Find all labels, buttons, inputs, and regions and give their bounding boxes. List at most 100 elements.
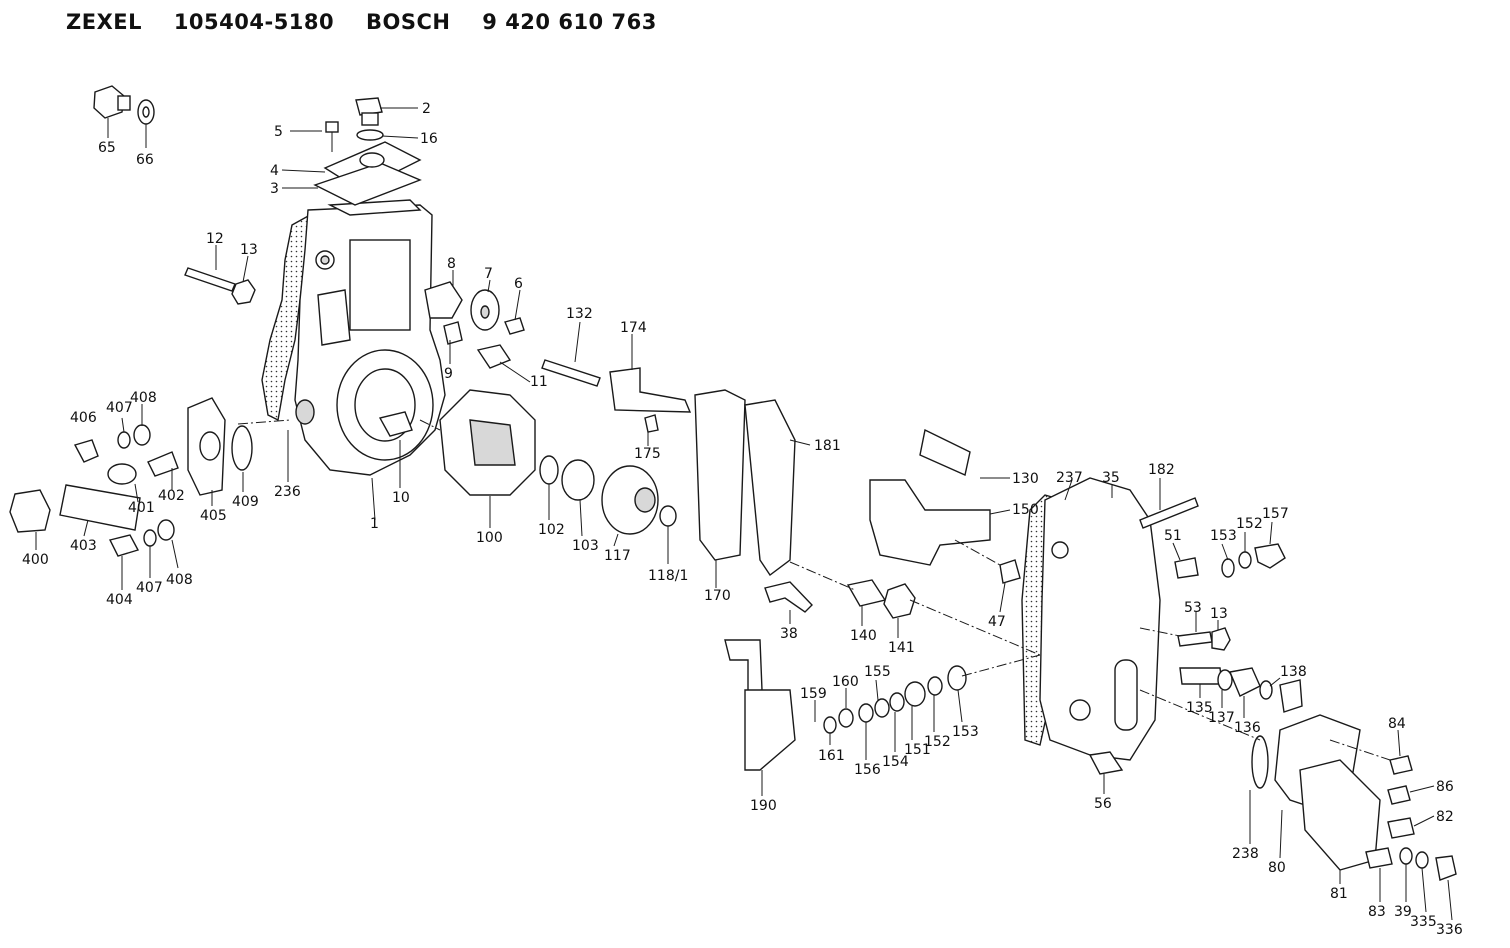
label-160: 160 bbox=[832, 674, 859, 690]
label-140: 140 bbox=[850, 628, 877, 644]
label-154: 154 bbox=[882, 754, 909, 770]
bolt-47 bbox=[999, 559, 1021, 584]
label-117: 117 bbox=[604, 548, 631, 564]
label-141: 141 bbox=[888, 640, 915, 656]
cover-slot bbox=[1114, 659, 1138, 731]
label-65: 65 bbox=[98, 140, 116, 156]
part-number-bosch: 9 420 610 763 bbox=[482, 10, 657, 34]
screw-82 bbox=[1387, 817, 1415, 839]
spring-132 bbox=[541, 359, 601, 387]
o-ring-238 bbox=[1251, 735, 1269, 789]
label-238: 238 bbox=[1232, 846, 1259, 862]
label-237: 237 bbox=[1056, 470, 1083, 486]
label-400: 400 bbox=[22, 552, 49, 568]
label-39: 39 bbox=[1394, 904, 1412, 920]
nut-65 bbox=[93, 85, 131, 119]
screw-10 bbox=[378, 411, 413, 437]
label-404: 404 bbox=[106, 592, 133, 608]
label-13b: 13 bbox=[1210, 606, 1228, 622]
label-86: 86 bbox=[1436, 779, 1454, 795]
washer-161 bbox=[823, 716, 837, 734]
sleeve-151 bbox=[904, 681, 926, 707]
label-155: 155 bbox=[864, 664, 891, 680]
washer-7-hole bbox=[480, 305, 490, 319]
o-ring bbox=[356, 129, 384, 141]
label-13: 13 bbox=[240, 242, 258, 258]
screw-6 bbox=[504, 317, 525, 335]
cover-boss bbox=[1051, 541, 1069, 559]
washer-39 bbox=[1399, 847, 1413, 865]
pump-housing bbox=[261, 199, 446, 476]
center-line bbox=[954, 539, 1001, 566]
label-408: 408 bbox=[130, 390, 157, 406]
washer-407b bbox=[143, 529, 157, 547]
label-102: 102 bbox=[538, 522, 565, 538]
label-10: 10 bbox=[392, 490, 410, 506]
label-175: 175 bbox=[634, 446, 661, 462]
label-152: 152 bbox=[1236, 516, 1263, 532]
screw-86 bbox=[1387, 785, 1411, 805]
label-335: 335 bbox=[1410, 914, 1437, 930]
center-line bbox=[1329, 739, 1391, 761]
cap-138 bbox=[1279, 679, 1303, 713]
label-135: 135 bbox=[1186, 700, 1213, 716]
label-407b: 407 bbox=[136, 580, 163, 596]
sleeve-117-bore bbox=[634, 487, 656, 513]
washer-335 bbox=[1415, 851, 1429, 869]
label-2: 2 bbox=[422, 101, 431, 117]
label-12: 12 bbox=[206, 231, 224, 247]
nut-336 bbox=[1435, 855, 1457, 881]
part-175 bbox=[644, 414, 659, 433]
label-152b: 152 bbox=[924, 734, 951, 750]
label-161: 161 bbox=[818, 748, 845, 764]
label-38: 38 bbox=[780, 626, 798, 642]
shim-118-1 bbox=[659, 505, 677, 527]
clip-9 bbox=[443, 321, 463, 345]
lever-181 bbox=[744, 399, 796, 577]
screw-53 bbox=[1177, 631, 1213, 647]
label-4: 4 bbox=[270, 163, 279, 179]
label-51: 51 bbox=[1164, 528, 1182, 544]
lever-170 bbox=[694, 389, 746, 561]
label-406: 406 bbox=[70, 410, 97, 426]
nut-141 bbox=[883, 583, 916, 619]
fitting-402 bbox=[147, 451, 179, 477]
label-11: 11 bbox=[530, 374, 548, 390]
spring-140 bbox=[846, 579, 887, 607]
plate-403 bbox=[59, 484, 141, 531]
label-153: 153 bbox=[1210, 528, 1237, 544]
label-181: 181 bbox=[814, 438, 841, 454]
center-line bbox=[1139, 689, 1261, 741]
spring-130 bbox=[919, 428, 971, 476]
cover-bore bbox=[1069, 699, 1091, 721]
bolt-404 bbox=[108, 534, 140, 557]
washer-401 bbox=[107, 463, 137, 485]
bracket-190-base bbox=[744, 689, 796, 771]
page-title: ZEXEL 105404-5180 BOSCH 9 420 610 763 bbox=[66, 10, 681, 34]
lever-174 bbox=[609, 367, 692, 413]
label-182: 182 bbox=[1148, 462, 1175, 478]
bolt-182 bbox=[1139, 497, 1199, 529]
label-236: 236 bbox=[274, 484, 301, 500]
washer-160 bbox=[838, 708, 854, 728]
leader-lines bbox=[35, 107, 1453, 921]
center-line bbox=[1139, 627, 1181, 637]
label-35: 35 bbox=[1102, 470, 1120, 486]
plug-screw bbox=[355, 97, 383, 126]
screw-51 bbox=[1174, 557, 1199, 579]
bracket-190 bbox=[724, 639, 763, 693]
label-409: 409 bbox=[232, 494, 259, 510]
lever-150 bbox=[869, 479, 991, 566]
screw-83 bbox=[1365, 847, 1393, 869]
washer-152b bbox=[927, 676, 943, 696]
label-6: 6 bbox=[514, 276, 523, 292]
label-132: 132 bbox=[566, 306, 593, 322]
bolt-406 bbox=[73, 439, 99, 463]
fitting-11 bbox=[476, 344, 512, 369]
screw-135 bbox=[1179, 667, 1223, 685]
washer-154 bbox=[889, 692, 905, 712]
label-100: 100 bbox=[476, 530, 503, 546]
label-405: 405 bbox=[200, 508, 227, 524]
